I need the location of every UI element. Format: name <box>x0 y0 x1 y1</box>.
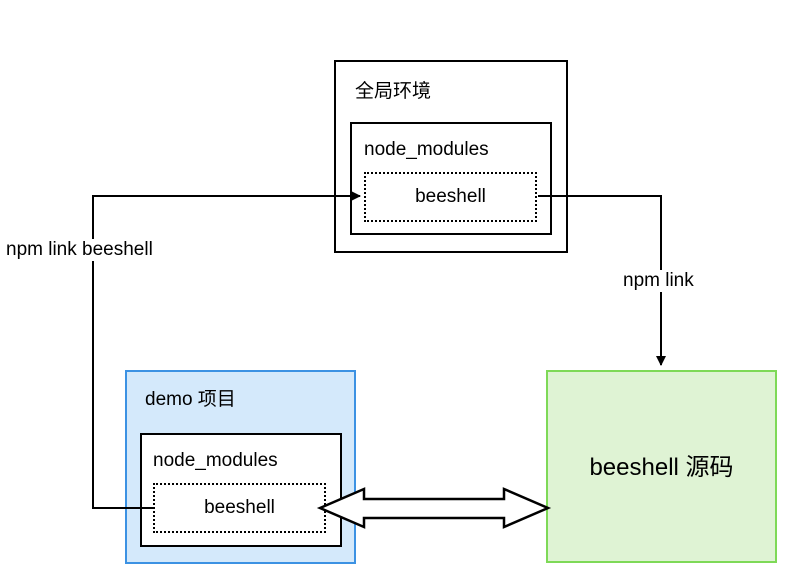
demo-node-modules-label: node_modules <box>153 450 278 471</box>
global-beeshell-box <box>364 172 537 222</box>
source-box <box>546 370 777 563</box>
global-env-title: 全局环境 <box>355 81 432 102</box>
global-node-modules-label: node_modules <box>364 139 489 160</box>
global-beeshell-label: beeshell <box>415 186 486 207</box>
demo-beeshell-label: beeshell <box>204 497 275 518</box>
edge-label-npm-link-beeshell: npm link beeshell <box>4 239 155 261</box>
edge-label-npm-link: npm link <box>621 270 696 292</box>
demo-project-title: demo 项目 <box>145 389 236 410</box>
source-title: beeshell 源码 <box>589 454 734 481</box>
